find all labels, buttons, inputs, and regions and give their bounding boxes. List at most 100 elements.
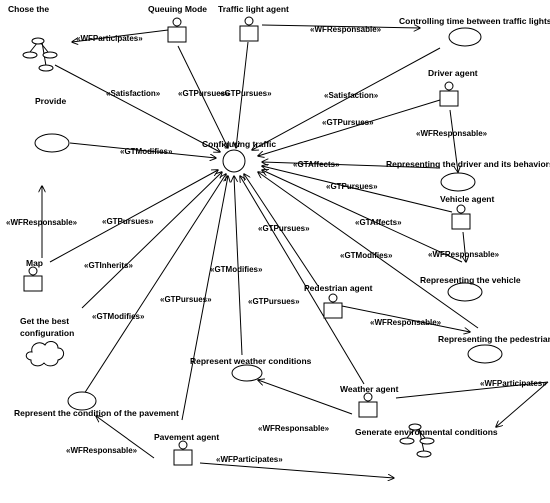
stereo-gtpursues-vehicle: «GTPursues» [326,182,378,191]
stereo-wfresponsable-vehicle: «WFResponsable» [428,250,500,259]
traffic-light-agent-icon[interactable] [239,16,259,42]
stereo-gtpursues-light: «GTPursues» [220,89,272,98]
stereo-gtmodifies-provide: «GTModifies» [120,147,173,156]
label-pedestrian-agent: Pedestrian agent [304,283,373,293]
edge-pedestrian-representing [341,305,470,332]
edge-vehicle-configuring [262,166,453,213]
stereo-wfresponsable-map: «WFResponsable» [6,218,78,227]
label-pavement-agent: Pavement agent [154,432,219,442]
edge-driver-representing [449,109,458,172]
label-configuring-traffic: Configuring traffic [202,139,276,149]
stereo-wfresponsable-driver: «WFResponsable» [416,129,488,138]
stereo-wfparticipates-weather: «WFParticipates» [480,379,547,388]
label-weather-agent: Weather agent [340,384,399,394]
label-traffic-light-agent: Traffic light agent [218,4,289,14]
pedestrian-agent-icon[interactable] [323,293,343,319]
stereo-wfparticipates-top: «WFParticipates» [76,34,143,43]
label-get-best-2: configuration [20,328,74,338]
label-map: Map [26,258,43,268]
goal-shapes [34,27,503,411]
agent-shapes [23,16,471,466]
stereo-gtpursues-driver: «GTPursues» [322,118,374,127]
edge-light-configuring [236,41,249,148]
edge-repped-configuring [258,172,479,329]
stereo-gtaffects-driver: «GTAffects» [293,160,340,169]
representing-driver-ellipse[interactable] [440,172,476,192]
stereo-gtmodifies-weather: «GTModifies» [210,265,263,274]
stereo-wfresponsable-weather: «WFResponsable» [258,424,330,433]
controlling-goal-ellipse[interactable] [448,27,482,47]
edge-pedestrian-configuring [244,174,319,287]
node-labels: Chose the Queuing Mode Traffic light age… [8,4,550,442]
representing-vehicle-ellipse[interactable] [447,282,483,302]
edge-queuing-chose [72,29,169,42]
represent-pavement-ellipse[interactable] [67,391,97,411]
edge-pavement-configuring [181,176,228,421]
stereo-gtmodifies-ped: «GTModifies» [340,251,393,260]
weather-agent-icon[interactable] [358,392,378,418]
label-generate-env: Generate environmental conditions [355,427,498,437]
edge-light-controlling [261,25,420,28]
label-chose-the: Chose the [8,4,49,14]
stereo-satisfaction-left: «Satisfaction» [106,89,161,98]
stereotype-labels: «WFParticipates» «Satisfaction» «GTPursu… [6,25,547,464]
edge-map-configuring [49,170,218,263]
map-agent-icon[interactable] [23,266,43,292]
bottom-resource-icon[interactable] [399,423,435,458]
stereo-gtpursues-weather: «GTPursues» [248,297,300,306]
stereo-wfresponsable-light: «WFResponsable» [310,25,382,34]
stereo-gtpursues-pavement: «GTPursues» [160,295,212,304]
configuring-traffic-goal-circle[interactable] [222,149,246,173]
vehicle-agent-icon[interactable] [451,204,471,230]
edge-weather-generate [395,381,549,399]
edge-vehicle-representing [463,231,466,262]
label-represent-pavement: Represent the condition of the pavement [14,408,179,418]
pavement-agent-icon[interactable] [173,440,193,466]
stereo-gtpursues-map: «GTPursues» [102,217,154,226]
edge-chose-configuring [54,64,220,152]
provide-goal-ellipse[interactable] [34,133,70,153]
label-provide: Provide [35,96,66,106]
edge-weather-repweather [258,380,353,415]
edges [42,25,549,478]
edge-pavement-resource [199,462,394,478]
edge-controlling-configuring [252,47,441,150]
label-queuing-mode: Queuing Mode [148,4,207,14]
label-driver-agent: Driver agent [428,68,478,78]
stereo-satisfaction-right: «Satisfaction» [324,91,379,100]
label-representing-vehicle: Representing the vehicle [420,275,521,285]
cloud-softgoal-icon[interactable] [25,340,65,367]
label-vehicle-agent: Vehicle agent [440,194,494,204]
label-representing-pedestrian: Representing the pedestrian [438,334,550,344]
edge-repweather-configuring [234,176,243,356]
stereo-wfresponsable-pavement: «WFResponsable» [66,446,138,455]
driver-agent-icon[interactable] [439,81,459,107]
represent-weather-ellipse[interactable] [231,364,263,382]
stereo-gtinherits: «GTInherits» [84,261,133,270]
chose-resource-icon[interactable] [22,37,58,72]
edge-provide-configuring [69,142,216,158]
representing-pedestrian-ellipse[interactable] [467,344,503,364]
stereo-gtpursues-queuing: «GTPursues» [178,89,230,98]
label-representing-driver: Representing the driver and its behavior… [386,159,550,169]
edge-queuing-configuring [177,45,228,148]
resource-shapes [22,37,435,458]
label-get-best-1: Get the best [20,316,69,326]
edge-generate-bottom [496,381,549,427]
label-controlling-time: Controlling time between traffic lights [399,16,550,26]
stereo-gtaffects-vehicle: «GTAffects» [355,218,402,227]
label-represent-weather: Represent weather conditions [190,356,312,366]
edge-weather-configuring [240,176,365,385]
edge-representing-driver-configuring [262,162,441,169]
stereo-wfresponsable-ped: «WFResponsable» [370,318,442,327]
stereo-gtmodifies-map: «GTModifies» [92,312,145,321]
edge-representing-vehicle-configuring [262,170,463,263]
stereo-gtpursues-ped: «GTPursues» [258,224,310,233]
edge-getbest-configuring [81,172,222,309]
queuing-agent-icon[interactable] [167,17,187,43]
edge-driver-configuring [258,99,441,156]
stereo-wfparticipates-bottom: «WFParticipates» [216,455,283,464]
edge-pavement-reppavement [96,416,155,459]
